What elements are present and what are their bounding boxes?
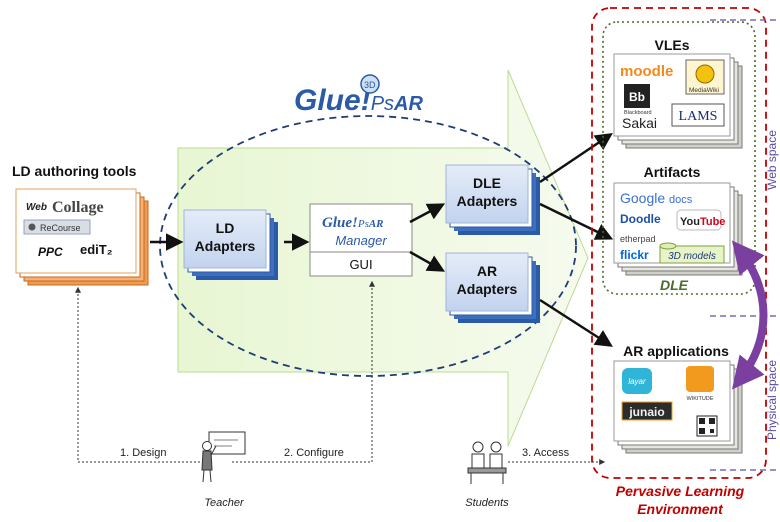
- dle-boundary: [602, 21, 756, 295]
- blackboard-sub: Blackboard: [624, 110, 652, 116]
- edit2-logo: ediT₂: [80, 242, 113, 257]
- arrow-manager-to-ar: [409, 250, 446, 272]
- 3d-models-logo: 3D models: [668, 251, 716, 262]
- sakai-logo: Sakai: [622, 115, 657, 131]
- 3d-models-icon: [659, 242, 677, 250]
- ar-apps-heading: AR applications: [623, 343, 729, 359]
- arrow-dle-to-artifacts: [539, 202, 614, 240]
- junaio-logo: junaio: [628, 405, 664, 419]
- artifacts-heading: Artifacts: [644, 164, 701, 180]
- etherpad-logo: etherpad: [620, 234, 656, 244]
- ld-adapters-stack: LD Adapters: [183, 209, 278, 280]
- web-physical-link-arrow: [731, 240, 768, 390]
- lams-logo: LAMS: [679, 109, 718, 124]
- students-label: Students: [465, 497, 509, 509]
- recourse-logo: ReCourse: [40, 223, 81, 233]
- dle-adapters-label1: DLE: [473, 175, 501, 191]
- configure-flow-line: [232, 280, 375, 463]
- wikitude-logo: WIKITUDE: [687, 396, 714, 402]
- vles-stack: moodle MediaWiki Bb Blackboard Sakai LAM…: [613, 53, 743, 149]
- ld-tools-stack: Web Collage ReCourse PPC ediT₂: [15, 188, 149, 286]
- dle-adapters-stack: DLE Adapters: [445, 164, 540, 235]
- vles-heading: VLEs: [654, 37, 689, 53]
- webcollage-text: Collage: [52, 199, 104, 216]
- webcollage-logo: Web: [26, 202, 47, 213]
- dle-label: DLE: [660, 277, 689, 293]
- arrow-manager-to-dle: [409, 203, 446, 224]
- gui-label: GUI: [349, 257, 372, 272]
- layar-logo: layar: [628, 377, 646, 386]
- wikitude-icon: [686, 366, 714, 392]
- gluepsar-logo: Glue!PsAR 3D: [294, 74, 423, 117]
- ar-apps-stack: layar WIKITUDE junaio: [613, 360, 743, 454]
- manager-label: Manager: [335, 233, 387, 248]
- ld-tools-heading: LD authoring tools: [12, 163, 137, 179]
- youtube-logo: YouTube: [680, 216, 725, 228]
- access-label: 3. Access: [522, 447, 570, 459]
- ld-adapters-label1: LD: [216, 220, 235, 236]
- gluepsar-boundary: [159, 115, 577, 377]
- dle-adapters-label2: Adapters: [457, 193, 518, 209]
- google-docs-logo: Google docs: [620, 190, 693, 206]
- pervasive-environment-boundary: [591, 7, 767, 479]
- svg-text:Glue!PsAR: Glue!PsAR: [294, 84, 423, 117]
- teacher-label: Teacher: [204, 497, 245, 509]
- ar-adapters-stack: AR Adapters: [445, 252, 540, 323]
- physical-space-label: Physical space: [765, 360, 779, 440]
- ar-adapters-label1: AR: [477, 263, 497, 279]
- manager-brand: Glue!PsAR: [322, 215, 384, 231]
- flickr-logo: flickr: [620, 248, 649, 262]
- recourse-icon: [28, 223, 36, 231]
- configure-label: 2. Configure: [284, 447, 344, 459]
- moodle-logo: moodle: [620, 63, 673, 80]
- web-space-label: Web space: [765, 130, 779, 190]
- artifacts-stack: Google docs Doodle YouTube etherpad flic…: [613, 182, 743, 276]
- arrow-ar-to-apps: [539, 298, 613, 347]
- flow-lines: [75, 280, 606, 465]
- arrow-dle-to-vles: [539, 133, 613, 184]
- ar-adapters-label2: Adapters: [457, 281, 518, 297]
- mediawiki-logo: MediaWiki: [689, 87, 719, 94]
- space-dividers: Web space Physical space: [710, 19, 779, 471]
- teacher-icon: [201, 431, 246, 483]
- doodle-logo: Doodle: [620, 212, 661, 226]
- mediawiki-icon: [695, 64, 715, 84]
- design-flow-line: [75, 286, 200, 463]
- env-label-1: Pervasive Learning: [616, 483, 745, 499]
- layar-icon: [622, 368, 652, 394]
- students-icon: [467, 441, 507, 484]
- manager-box: Glue!PsAR Manager GUI: [309, 203, 413, 277]
- design-label: 1. Design: [120, 447, 166, 459]
- ld-adapters-label2: Adapters: [195, 238, 256, 254]
- svg-text:3D: 3D: [364, 80, 376, 90]
- ppc-logo: PPC: [38, 245, 63, 259]
- env-label-2: Environment: [637, 501, 724, 517]
- blackboard-logo: Bb: [629, 90, 645, 104]
